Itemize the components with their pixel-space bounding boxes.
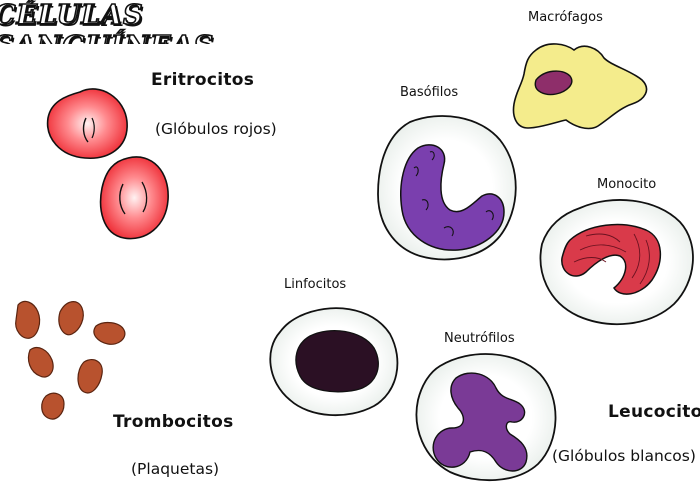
label-leucocitos: Leucocitos: [608, 402, 700, 422]
platelet: [16, 301, 40, 338]
label-macrofagos: Macrófagos: [528, 10, 603, 25]
label-eritrocitos: Eritrocitos: [151, 70, 254, 90]
label-neutrofilos: Neutrófilos: [444, 331, 515, 346]
diagram-title: CÉLULAS SANGUÍNEAS: [0, 0, 300, 44]
erythrocyte-bottom: [101, 157, 169, 239]
basophil: [378, 116, 516, 259]
label-monocito: Monocito: [597, 177, 656, 192]
neutrophil: [416, 354, 555, 480]
platelet: [59, 302, 83, 335]
label-trombocitos: Trombocitos: [113, 412, 233, 432]
platelet: [28, 348, 53, 377]
platelet: [42, 393, 64, 419]
platelet: [78, 360, 102, 393]
label-globulos-rojos: (Glóbulos rojos): [155, 120, 277, 138]
lymphocyte: [270, 308, 397, 415]
label-plaquetas: (Plaquetas): [131, 460, 219, 478]
label-basofilos: Basófilos: [400, 85, 458, 100]
label-linfocitos: Linfocitos: [284, 277, 346, 292]
platelet: [94, 323, 125, 345]
macrophage: [514, 44, 647, 129]
label-globulos-blancos: (Glóbulos blancos): [552, 447, 696, 465]
monocyte: [541, 200, 693, 324]
platelets: [16, 301, 125, 419]
erythrocyte-top: [48, 89, 128, 158]
